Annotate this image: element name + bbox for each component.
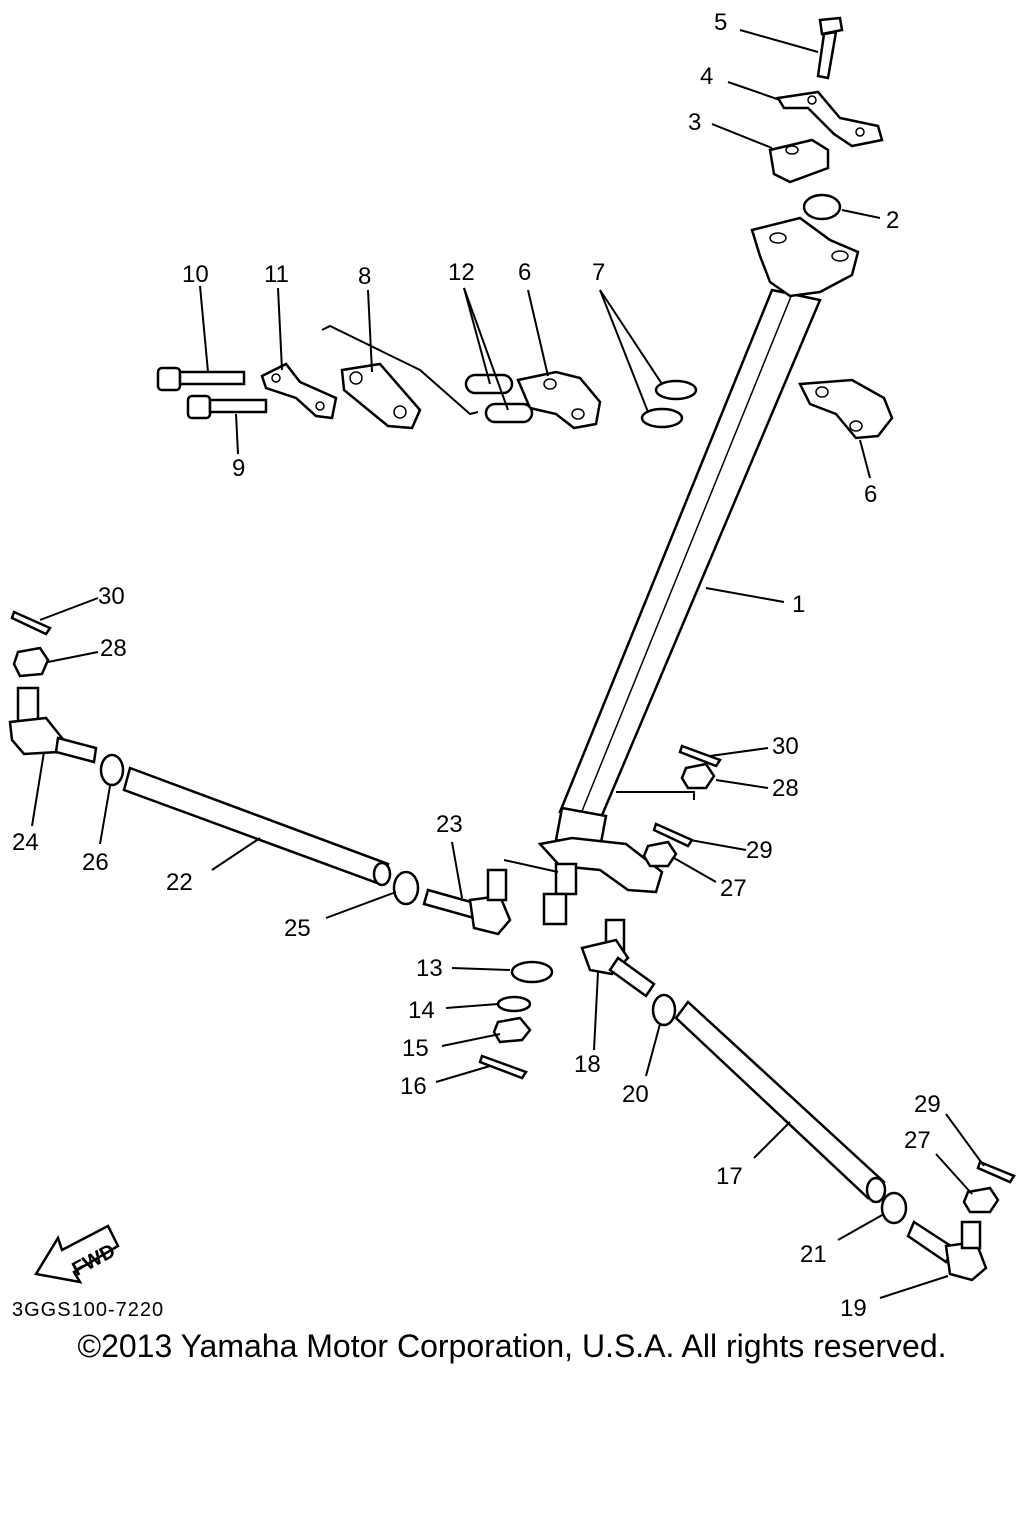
part-11-bracket: [260, 362, 338, 420]
copyright-notice: ©2013 Yamaha Motor Corporation, U.S.A. A…: [77, 1328, 947, 1364]
part-21-nut: [880, 1191, 908, 1225]
part-9-bolt: [186, 394, 268, 420]
callout-28: 28: [100, 635, 127, 662]
callout-13: 13: [416, 955, 443, 982]
callout-3: 3: [688, 109, 701, 136]
part-6-clamp-right: [798, 378, 894, 440]
part-30-cotter-pin-center: [678, 744, 722, 768]
callout-21: 21: [800, 1241, 827, 1268]
part-7-washers: [640, 379, 698, 429]
part-14-washer: [496, 995, 532, 1013]
part-10-bolt: [156, 366, 246, 392]
callout-9: 9: [232, 455, 245, 482]
part-23-tie-rod-end-center: [422, 868, 512, 936]
callout-8: 8: [358, 263, 371, 290]
callout-10: 10: [182, 261, 209, 288]
callout-5: 5: [714, 9, 727, 36]
callout-19: 19: [840, 1295, 867, 1322]
callout-26: 26: [82, 849, 109, 876]
callout-20: 20: [622, 1081, 649, 1108]
upper-column-bracket: [750, 216, 860, 298]
callout-27: 27: [720, 875, 747, 902]
drawing-code: 3GGS100-7220: [12, 1299, 164, 1321]
part-5-bolt: [816, 16, 844, 80]
callout-15: 15: [402, 1035, 429, 1062]
callout-labels: 5 4 3 2 10 11 8 12 6 7 9 6 1 30 28 24 26…: [12, 9, 941, 1322]
part-19-tie-rod-end-outer: [906, 1220, 988, 1282]
callout-22: 22: [166, 869, 193, 896]
lower-pitman-arm: [537, 806, 664, 926]
callout-29b: 29: [914, 1091, 941, 1118]
callout-17: 17: [716, 1163, 743, 1190]
callout-25: 25: [284, 915, 311, 942]
fwd-arrow: FWD: [33, 1224, 120, 1284]
callout-29: 29: [746, 837, 773, 864]
part-20-nut: [651, 993, 677, 1027]
part-29-cotter-pin-right: [976, 1160, 1016, 1184]
callout-11: 11: [264, 261, 289, 288]
callout-6b: 6: [864, 481, 877, 508]
part-25-nut: [392, 870, 420, 906]
callout-28b: 28: [772, 775, 799, 802]
part-30-cotter-pin-left: [10, 610, 52, 636]
part-2-cap: [802, 193, 842, 221]
part-15-nut: [492, 1016, 532, 1044]
leader-lines: [31, 29, 985, 1299]
part-17-tie-rod-right: [674, 1000, 887, 1204]
part-28-nut-left: [12, 646, 50, 678]
callout-12: 12: [448, 259, 475, 286]
part-13-washer: [510, 960, 554, 984]
callout-18: 18: [574, 1051, 601, 1078]
callout-7: 7: [592, 259, 605, 286]
part-26-nut: [99, 753, 125, 787]
part-4-plate: [775, 90, 884, 148]
callout-14: 14: [408, 997, 435, 1024]
part-3-collar: [768, 138, 830, 184]
callout-23: 23: [436, 811, 463, 838]
callout-24: 24: [12, 829, 39, 856]
part-8-lever: [321, 324, 479, 430]
part-16-cotter-pin: [478, 1054, 528, 1080]
callout-30b: 30: [772, 733, 799, 760]
callout-16: 16: [400, 1073, 427, 1100]
callout-30: 30: [98, 583, 125, 610]
part-6-clamp-upper: [516, 370, 602, 430]
part-18-tie-rod-end-right: [580, 918, 656, 998]
callout-1: 1: [792, 591, 805, 618]
part-29-cotter-pin-center: [652, 822, 694, 848]
part-22-tie-rod-left: [122, 766, 392, 887]
callout-27b: 27: [904, 1127, 931, 1154]
callout-2: 2: [886, 207, 899, 234]
callout-6: 6: [518, 259, 531, 286]
part-24-tie-rod-end-left: [8, 686, 98, 764]
part-28-nut-center: [680, 762, 716, 790]
callout-4: 4: [700, 63, 713, 90]
part-27-nut-center: [642, 840, 678, 868]
part-27-nut-right: [962, 1186, 1000, 1214]
